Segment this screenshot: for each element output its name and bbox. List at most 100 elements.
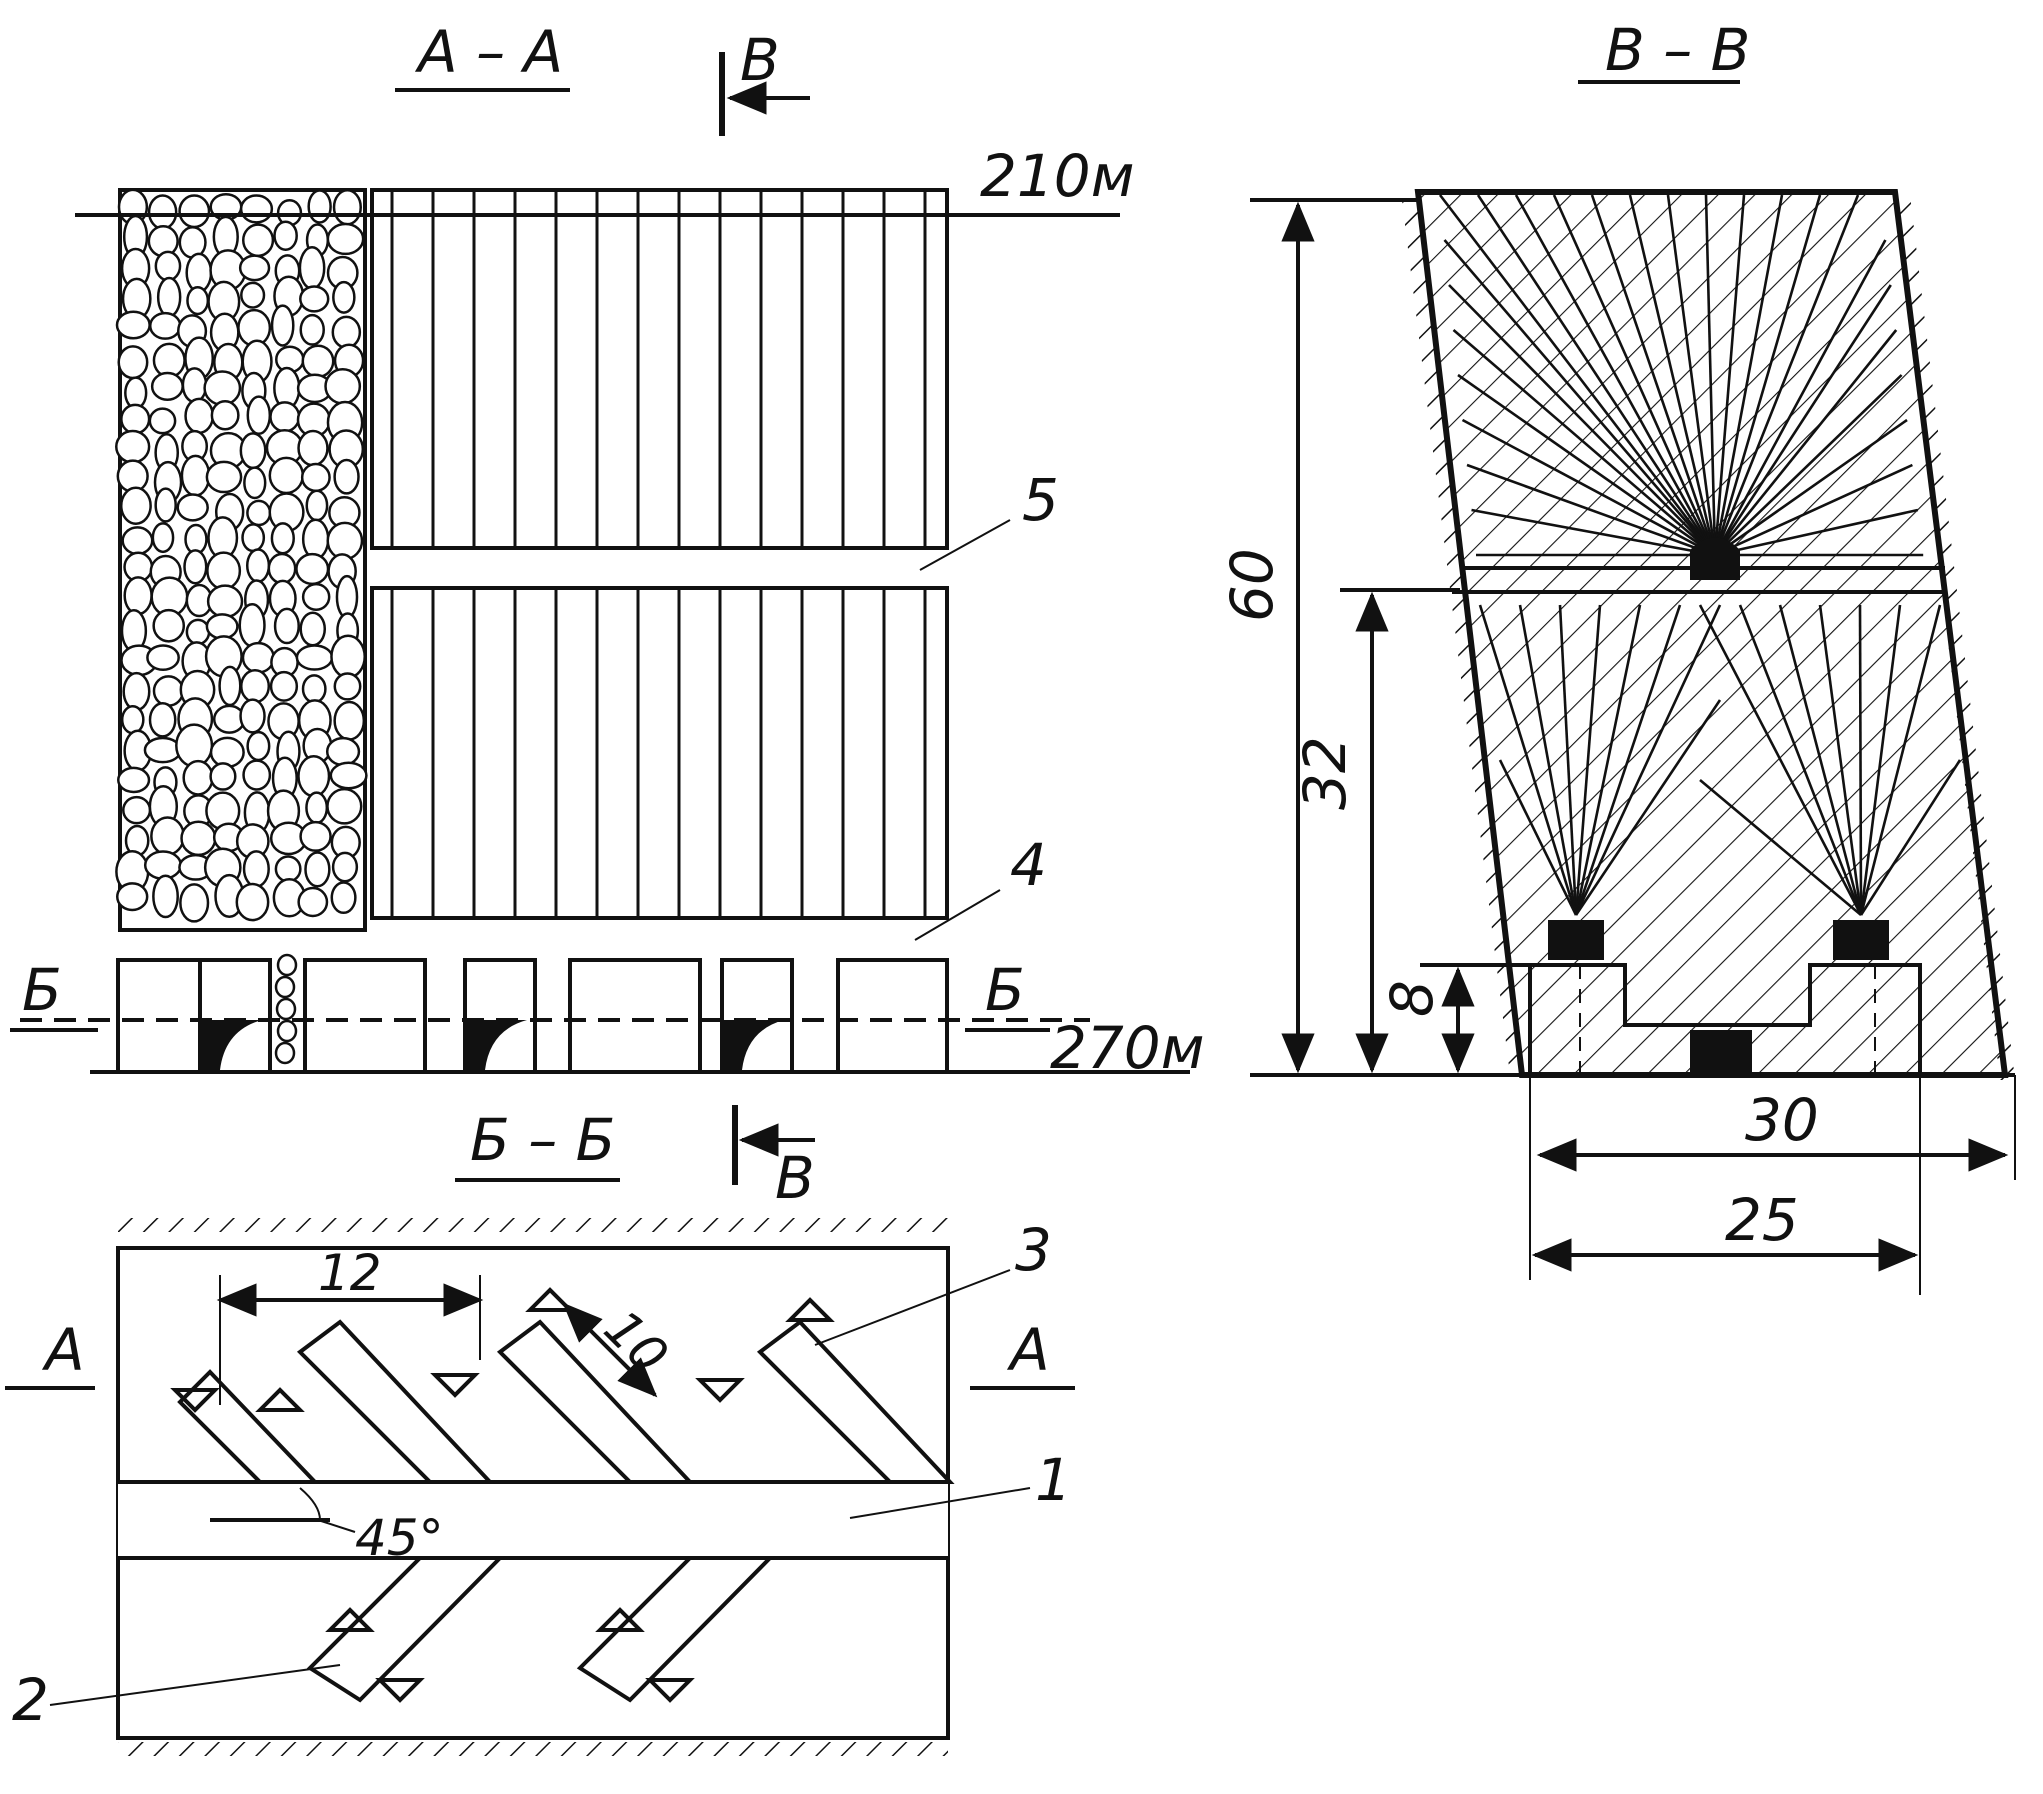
rubble-stone: [147, 194, 178, 230]
ore-block-lower: [370, 586, 949, 920]
dim-30-label: 30: [1745, 1086, 1819, 1154]
blasthole-ray: [1452, 329, 1716, 556]
rubble-stone: [275, 997, 297, 1021]
rubble-stone: [299, 313, 325, 346]
dim-10-label: 10: [593, 1299, 679, 1385]
rubble-stone: [329, 761, 368, 790]
rubble-stone: [176, 493, 209, 522]
cut-b-left-label: Б: [22, 956, 62, 1024]
rubble-stone: [269, 670, 299, 702]
draw-points: [170, 1287, 835, 1703]
rubble-stone: [150, 816, 185, 856]
rubble-stone: [242, 759, 272, 791]
blasthole-ray: [1438, 194, 1717, 556]
rubble-stone: [186, 285, 210, 316]
rubble-stone: [274, 1041, 296, 1065]
blasthole-ray: [1574, 604, 1682, 916]
callout-4: 4: [1010, 831, 1047, 899]
caved-ore-column: [118, 188, 367, 932]
rubble-stone: [333, 458, 360, 495]
section-aa-title: А – А: [414, 18, 563, 86]
rubble-stone: [326, 222, 365, 256]
cut-v-bottom-label: В: [775, 1144, 815, 1212]
rubble-stone: [268, 456, 305, 495]
rubble-stone: [148, 407, 177, 435]
rubble-stone: [241, 223, 275, 258]
rubble-stone: [267, 552, 297, 585]
rubble-stone: [276, 1019, 298, 1043]
dim-12-label: 12: [318, 1244, 382, 1302]
cut-a-right-label: А: [1006, 1316, 1050, 1384]
plan-bottom-boundary: [118, 1742, 948, 1756]
level-270-label: 270м: [1050, 1014, 1204, 1082]
rubble-stone: [301, 674, 327, 704]
rubble-stone: [240, 281, 266, 309]
rubble-stone: [206, 584, 244, 619]
blasthole-ray: [1448, 284, 1716, 556]
rubble-stone: [269, 401, 301, 433]
rubble-stone: [297, 886, 329, 918]
rubble-stone: [298, 246, 326, 290]
rubble-stone: [146, 644, 180, 671]
blasthole-ray: [1443, 239, 1716, 556]
rubble-stone: [238, 602, 266, 648]
rubble-stone: [295, 644, 334, 671]
cut-a-left-label: А: [41, 1316, 85, 1384]
rubble-stone: [273, 607, 300, 645]
rubble-stone: [179, 883, 210, 923]
rubble-stone: [185, 252, 213, 293]
blasthole-ray: [1713, 194, 1746, 556]
rubble-stone: [154, 487, 177, 523]
rubble-stone: [175, 723, 214, 768]
section-aa: А – А В 210м: [10, 18, 1204, 1082]
leader-5: [919, 519, 1011, 571]
rubble-stone: [274, 975, 296, 999]
section-bb: Б – Б В: [5, 1105, 1075, 1756]
haulage-drift-section: [1690, 1030, 1752, 1075]
rubble-stone: [324, 367, 362, 405]
blasthole-ray: [1552, 194, 1717, 556]
rubble-stone: [241, 641, 276, 674]
rubble-stone: [238, 254, 271, 282]
blasthole-ray: [1461, 418, 1716, 557]
rubble-stone: [304, 851, 331, 888]
blasthole-ray: [1466, 463, 1716, 557]
rubble-stone: [305, 489, 329, 522]
rubble-stone: [209, 762, 237, 791]
blasthole-ray: [1478, 604, 1578, 916]
dim-10-line: [562, 1302, 658, 1398]
blasthole-ray: [1666, 194, 1717, 556]
rubble-stone: [299, 820, 332, 852]
dim-8-label: 8: [1378, 980, 1446, 1017]
rubble-stone: [122, 795, 152, 825]
rubble-stone: [299, 611, 327, 647]
blasthole-ray: [1713, 194, 1784, 556]
rubble-stone: [239, 432, 267, 470]
cut-b-right-label: Б: [985, 956, 1025, 1024]
rubble-stone: [239, 698, 266, 734]
rubble-stone: [205, 613, 239, 640]
rubble-stone: [182, 759, 214, 796]
rubble-stone: [276, 953, 298, 977]
rubble-stone: [121, 526, 154, 556]
sublevel-drift-5: [372, 548, 947, 588]
blasthole-ray: [1714, 463, 1913, 557]
rubble-stone: [180, 454, 211, 497]
dim-60-label: 60: [1218, 548, 1286, 622]
rubble-stone: [295, 552, 330, 586]
rubble-stone: [301, 518, 330, 560]
rubble-stone: [120, 705, 145, 735]
rubble-stone: [273, 220, 298, 251]
blasthole-ray: [1738, 604, 1863, 916]
blasthole-ray: [1476, 194, 1717, 556]
blasthole-ray: [1818, 604, 1863, 916]
cut-v-top-label: В: [740, 26, 780, 94]
rubble-stone: [183, 549, 208, 585]
upper-drill-chamber: [1690, 537, 1740, 580]
rubble-stone: [210, 399, 240, 431]
blasthole-ray: [1704, 194, 1717, 556]
blasthole-ray: [1859, 604, 1942, 916]
blasthole-ray: [1714, 508, 1919, 557]
blasthole-ray: [1858, 604, 1863, 916]
callout-2: 2: [12, 1666, 49, 1734]
